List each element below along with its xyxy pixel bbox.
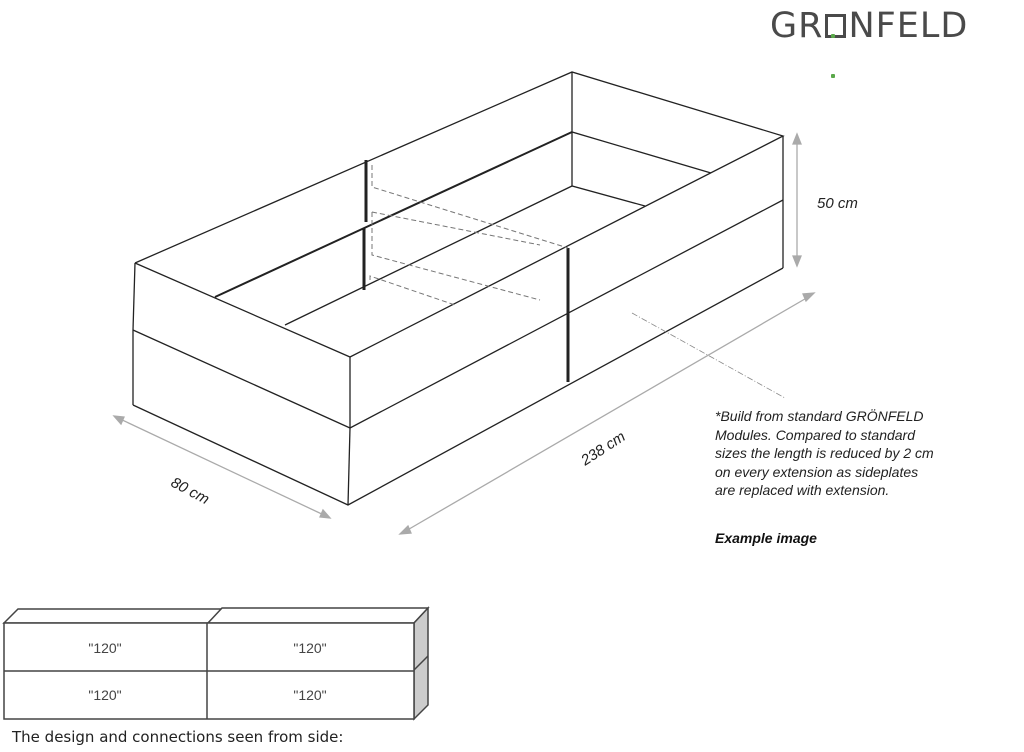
logo-text-end: NFELD: [848, 6, 969, 46]
example-image-label: Example image: [715, 530, 817, 546]
logo-o-umlaut-icon: [823, 6, 848, 78]
module-note: *Build from standard GRÖNFELD Modules. C…: [715, 408, 934, 499]
module-label: "120": [293, 687, 327, 703]
logo-text-start: GR: [770, 6, 824, 46]
module-label: "120": [88, 640, 122, 656]
side-view-caption: The design and connections seen from sid…: [12, 728, 344, 746]
leader-line: [631, 312, 786, 399]
module-label: "120": [293, 640, 327, 656]
module-label: "120": [88, 687, 122, 703]
side-view-diagram: [2, 606, 430, 721]
dimension-arrows: [112, 132, 816, 535]
isometric-bed: [132, 71, 785, 506]
hidden-lines: [369, 165, 569, 306]
height-dimension-label: 50 cm: [817, 195, 858, 212]
gronfeld-logo: GR NFELD: [770, 6, 969, 78]
